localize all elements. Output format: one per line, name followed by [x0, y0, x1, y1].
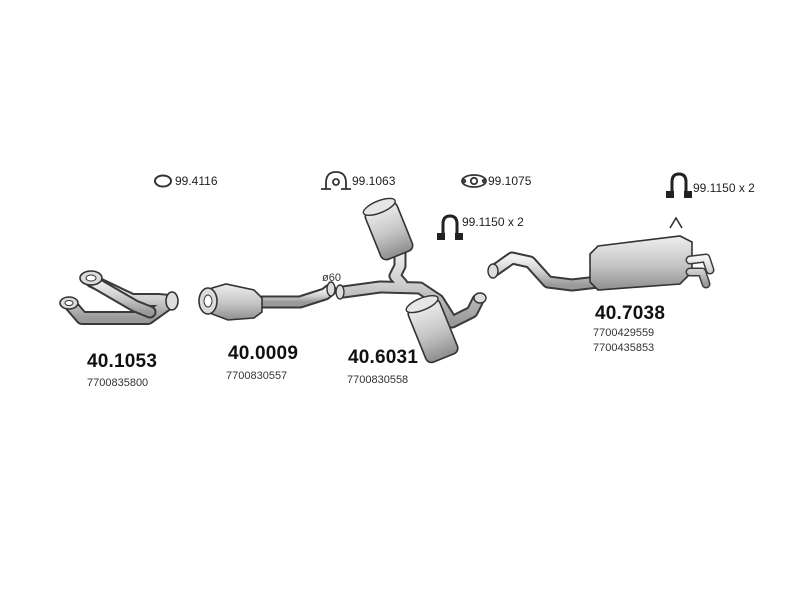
u-clamp-icon [321, 171, 351, 190]
accessory-code-ring-gasket: 99.4116 [175, 174, 218, 188]
accessory-code-hanger-mid: 99.1150 x 2 [462, 215, 524, 229]
oem-number-rear-silencer-2: 7700435853 [593, 342, 655, 354]
accessory-code-flange-gasket: 99.1075 [488, 174, 532, 188]
ring-gasket-icon [154, 174, 172, 188]
oem-number-rear-silencer-1: 7700429559 [593, 327, 655, 339]
oem-number-catalyst: 7700830557 [226, 370, 288, 382]
rear-silencer-drawing [487, 216, 715, 292]
part-code-front-pipe: 40.1053 [87, 351, 158, 372]
part-code-catalyst: 40.0009 [228, 343, 299, 364]
catalyst-drawing [198, 281, 337, 321]
accessory-code-hanger-rear: 99.1150 x 2 [693, 181, 755, 195]
oem-number-middle-silencer: 7700830558 [347, 374, 409, 386]
part-code-middle-silencer: 40.6031 [348, 347, 419, 368]
accessory-code-clamp: 99.1063 [352, 174, 396, 188]
oem-number-front-pipe: 7700835800 [87, 377, 149, 389]
pipe-diameter-label: ø60 [322, 272, 341, 284]
front-pipe-drawing [59, 270, 179, 325]
rubber-hanger-icon [666, 172, 692, 198]
flange-gasket-icon [461, 174, 487, 188]
rubber-hanger-icon [437, 214, 463, 240]
part-code-rear-silencer: 40.7038 [595, 303, 666, 324]
middle-silencer-drawing [335, 197, 487, 364]
